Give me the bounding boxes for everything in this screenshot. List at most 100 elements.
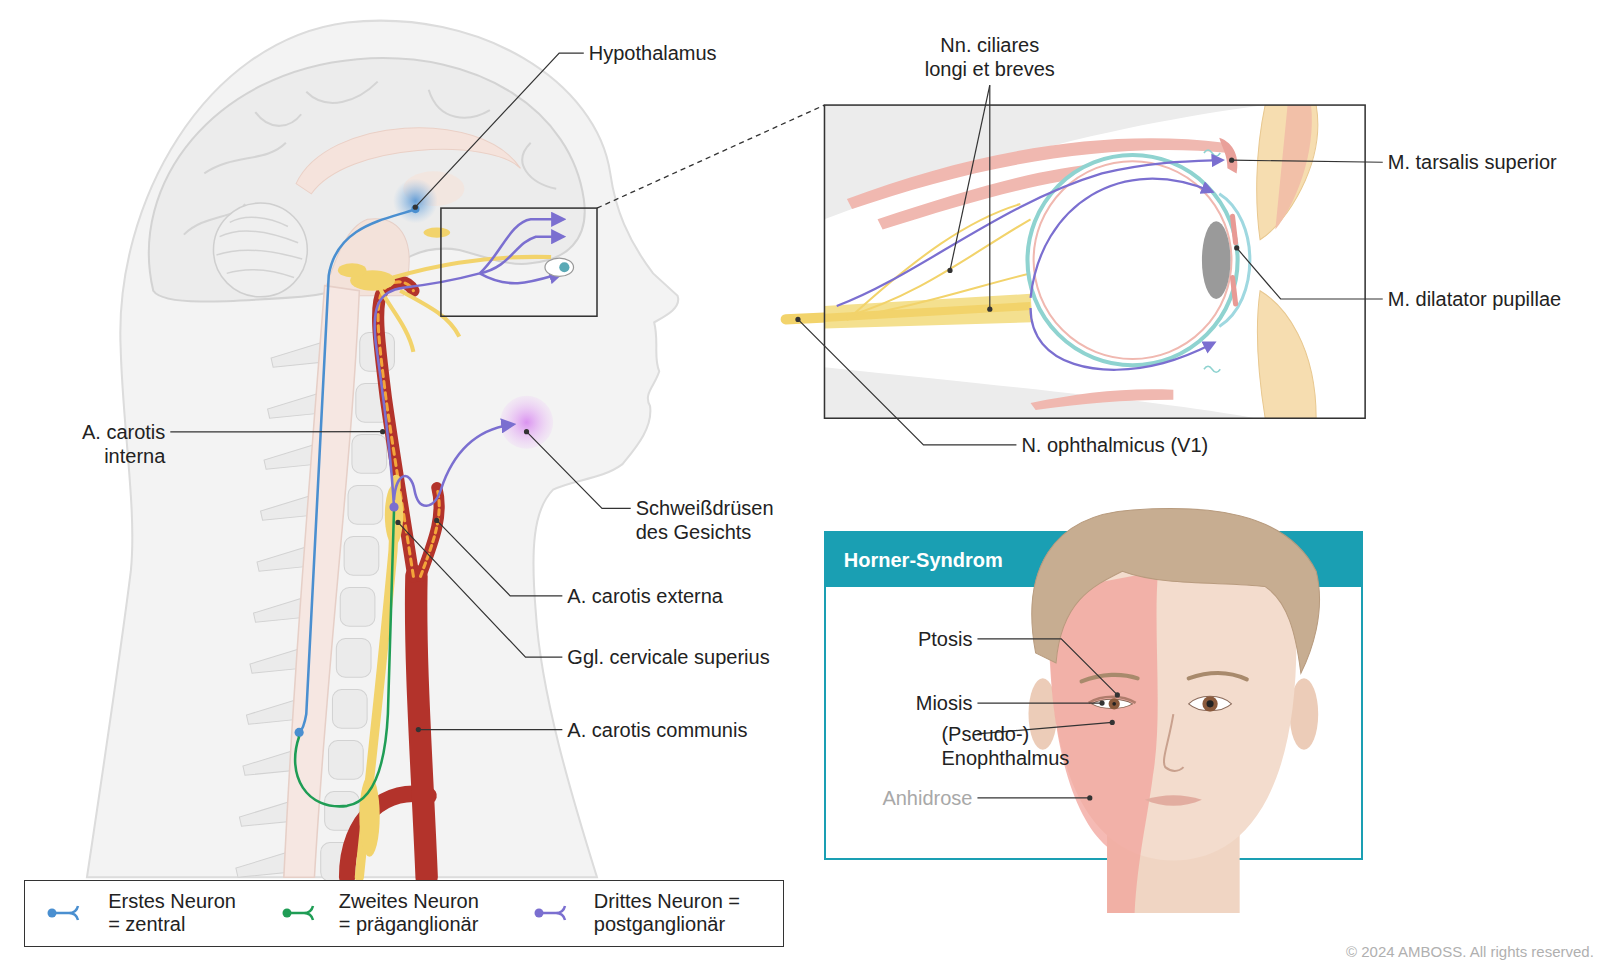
eye-small	[597, 105, 824, 208]
arteries	[378, 282, 413, 576]
panel-heading: Horner-Syndrom	[844, 548, 1003, 572]
vertebral-column	[246, 699, 299, 725]
symptom-label: Miosis	[914, 691, 972, 715]
legend-holder: Zweites Neuron = präganglionär	[339, 890, 481, 936]
leader-line	[527, 432, 631, 509]
vertebral-column	[264, 444, 317, 470]
symptom-label: Ptosis	[916, 627, 972, 651]
vertebral-column	[352, 435, 387, 474]
legend-swatch	[534, 904, 570, 922]
leader-line	[798, 319, 1016, 445]
label-holder: Hypothalamus	[589, 41, 718, 65]
vertebral-column	[344, 537, 379, 576]
leader-dot	[1099, 700, 1104, 705]
label-holder: Anhidrose	[880, 786, 972, 810]
leader-line	[418, 729, 562, 730]
leader-dot	[987, 307, 992, 312]
leader-dot	[395, 520, 400, 525]
arteries	[416, 576, 427, 877]
label-holder: M. dilatator pupillae	[1388, 287, 1563, 311]
horner-face	[1164, 714, 1184, 771]
orbit-detail	[786, 105, 1365, 418]
orbit-detail	[1027, 155, 1237, 365]
vertebral-column	[257, 546, 310, 572]
vertebral-column	[329, 741, 364, 780]
orbit-detail	[824, 105, 1365, 418]
third-neuron	[389, 502, 398, 511]
ganglion-label: Ggl. cervicale superius	[567, 645, 771, 669]
leader-line	[977, 639, 1117, 695]
vertebral-column	[236, 852, 289, 878]
horner-face	[1145, 795, 1202, 806]
horner-face	[1207, 700, 1214, 707]
orbit-detail	[824, 105, 1365, 418]
leader-dot	[380, 429, 385, 434]
horner-face	[1082, 673, 1247, 681]
first-neuron	[411, 205, 419, 213]
legend-text: Zweites Neuron = präganglionär	[339, 890, 481, 936]
brain	[149, 58, 585, 302]
eye-small	[441, 208, 597, 316]
orbit-detail	[1031, 179, 1213, 298]
orbit-detail	[1233, 216, 1236, 304]
vertebral-column	[271, 342, 324, 368]
leader-line	[437, 520, 563, 596]
eye-small	[441, 105, 825, 316]
leader-dot	[795, 317, 800, 322]
leader-line	[977, 722, 1112, 733]
horner-face	[1089, 697, 1136, 703]
label-holder: Ggl. cervicale superius	[567, 645, 771, 669]
orbit-detail	[1275, 105, 1311, 229]
sympathetic-trunk	[380, 257, 551, 352]
horner-face	[1112, 702, 1116, 706]
eye-small	[559, 262, 569, 272]
sympathetic-trunk	[338, 263, 367, 277]
leader-dot	[1110, 720, 1115, 725]
legend-swatch	[47, 904, 83, 922]
orbit-detail	[847, 204, 1031, 320]
leader-line	[977, 702, 1102, 703]
label-holder: Nn. ciliares longi et breves	[924, 33, 1056, 81]
vertebral-column	[332, 690, 367, 729]
leader-line	[989, 85, 990, 309]
brain	[217, 217, 303, 277]
orbit-detail	[1257, 291, 1316, 419]
vertebral-column	[261, 495, 314, 521]
first-neuron	[393, 179, 438, 224]
vertebral-column	[250, 648, 303, 674]
third-neuron	[480, 273, 562, 283]
vertebral-column	[239, 801, 292, 827]
orbit-detail	[1202, 221, 1231, 299]
orbit-detail	[1219, 138, 1237, 174]
leader-dot	[416, 727, 421, 732]
third-neuron	[394, 424, 513, 505]
swatch-line	[287, 906, 313, 920]
muscle-label: M. dilatator pupillae	[1388, 287, 1563, 311]
vertebral-column	[336, 639, 371, 678]
label-holder: Schweißdrüsen des Gesichts	[636, 496, 753, 544]
artery-label: A. carotis interna	[80, 420, 165, 468]
spinal-cord	[284, 286, 359, 878]
orbit-detail	[1031, 389, 1174, 410]
brain	[149, 58, 585, 302]
leader-dot	[434, 518, 439, 523]
brain	[424, 227, 451, 237]
label-holder: M. tarsalis superior	[1388, 150, 1558, 174]
symptom-label: (Pseudo-) Enophthalmus	[941, 722, 972, 770]
leader-dot	[1234, 245, 1239, 250]
brain	[213, 203, 307, 297]
legend-holder: Drittes Neuron = postganglionär	[594, 890, 742, 936]
swatch-line	[52, 906, 78, 920]
leader-line	[1237, 248, 1383, 299]
leader-line	[398, 522, 562, 657]
first-neuron	[295, 728, 304, 737]
legend-text: Drittes Neuron = postganglionär	[594, 890, 742, 936]
symptom-label: Anhidrose	[880, 786, 972, 810]
spinal-cord	[284, 219, 409, 878]
leader-dot	[1087, 795, 1092, 800]
leader-line	[170, 431, 382, 432]
legend-text: Erstes Neuron = zentral	[108, 890, 237, 936]
label-holder: A. carotis interna	[80, 420, 165, 468]
label-holder: N. ophthalmicus (V1)	[1021, 433, 1209, 457]
